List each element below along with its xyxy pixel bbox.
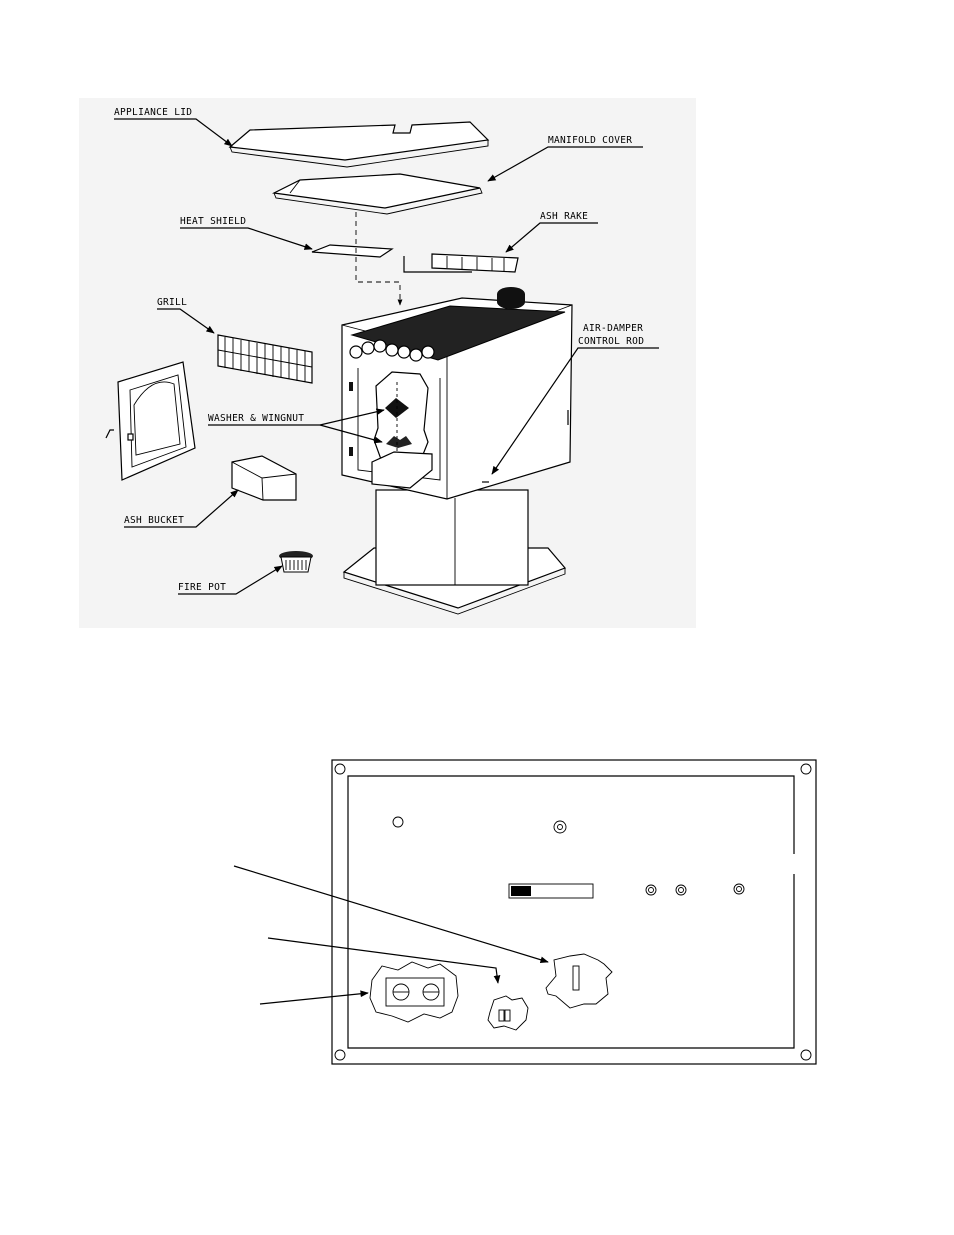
mounting-hole-icon <box>800 763 812 775</box>
air-damper-label-line1: AIR-DAMPER <box>583 323 643 334</box>
fuse-holder-leader <box>259 990 369 1005</box>
manifold-cover-label: MANIFOLD COVER <box>548 135 632 146</box>
manifold-cover-part <box>271 173 483 215</box>
switch-leader <box>267 937 501 984</box>
fuse-holder-cutaway <box>369 961 459 1023</box>
fire-pot-part <box>279 551 313 573</box>
exploded-view-diagram: APPLIANCE LID MANIFOLD COVER HEAT SHIELD… <box>79 98 696 628</box>
appliance-lid-part <box>228 121 490 168</box>
door-part <box>105 361 196 481</box>
ash-bucket-leader <box>124 489 239 528</box>
rocker-switch-cutaway <box>545 953 613 1009</box>
ash-rake-leader <box>505 222 598 253</box>
mounting-hole-icon <box>334 1049 346 1061</box>
switch-cutaway <box>487 995 529 1031</box>
panel-slider <box>508 883 594 899</box>
fire-pot-label: FIRE POT <box>178 582 226 593</box>
mounting-hole-icon <box>334 763 346 775</box>
fire-pot-leader <box>178 565 283 595</box>
ash-bucket-label: ASH BUCKET <box>124 515 184 526</box>
ash-bucket-part <box>231 455 297 501</box>
manifold-cover-leader <box>487 146 643 182</box>
panel-hole-icon <box>392 816 404 828</box>
air-damper-leader <box>491 347 659 475</box>
grill-leader <box>157 308 215 334</box>
wingnut-leader <box>319 424 383 444</box>
appliance-lid-label: APPLIANCE LID <box>114 107 192 118</box>
panel-inner-frame <box>347 775 795 1049</box>
mounting-hole-icon <box>800 1049 812 1061</box>
control-panel-diagram <box>233 759 817 1065</box>
panel-outer-frame <box>331 759 817 1065</box>
fuse-icon <box>392 983 410 1001</box>
heat-shield-label: HEAT SHIELD <box>180 216 246 227</box>
ash-rake-label: ASH RAKE <box>540 211 588 222</box>
panel-knob-icon <box>675 884 687 896</box>
air-damper-label-line2: CONTROL ROD <box>578 336 644 347</box>
panel-knob-icon <box>645 884 657 896</box>
ash-rake-part <box>403 253 519 273</box>
washer-wingnut-label: WASHER & WINGNUT <box>208 413 304 424</box>
fuse-icon <box>422 983 440 1001</box>
heat-shield-part <box>311 244 394 258</box>
rocker-switch-leader <box>233 865 549 964</box>
panel-knob-icon <box>733 883 745 895</box>
grill-label: GRILL <box>157 297 187 308</box>
grill-part <box>217 334 313 384</box>
panel-knob-icon <box>553 820 567 834</box>
panel-slider-fill <box>511 886 531 896</box>
assembly-path-line <box>355 212 403 306</box>
stove-body-part <box>341 287 573 615</box>
heat-shield-leader <box>180 227 313 250</box>
appliance-lid-leader <box>114 118 233 147</box>
